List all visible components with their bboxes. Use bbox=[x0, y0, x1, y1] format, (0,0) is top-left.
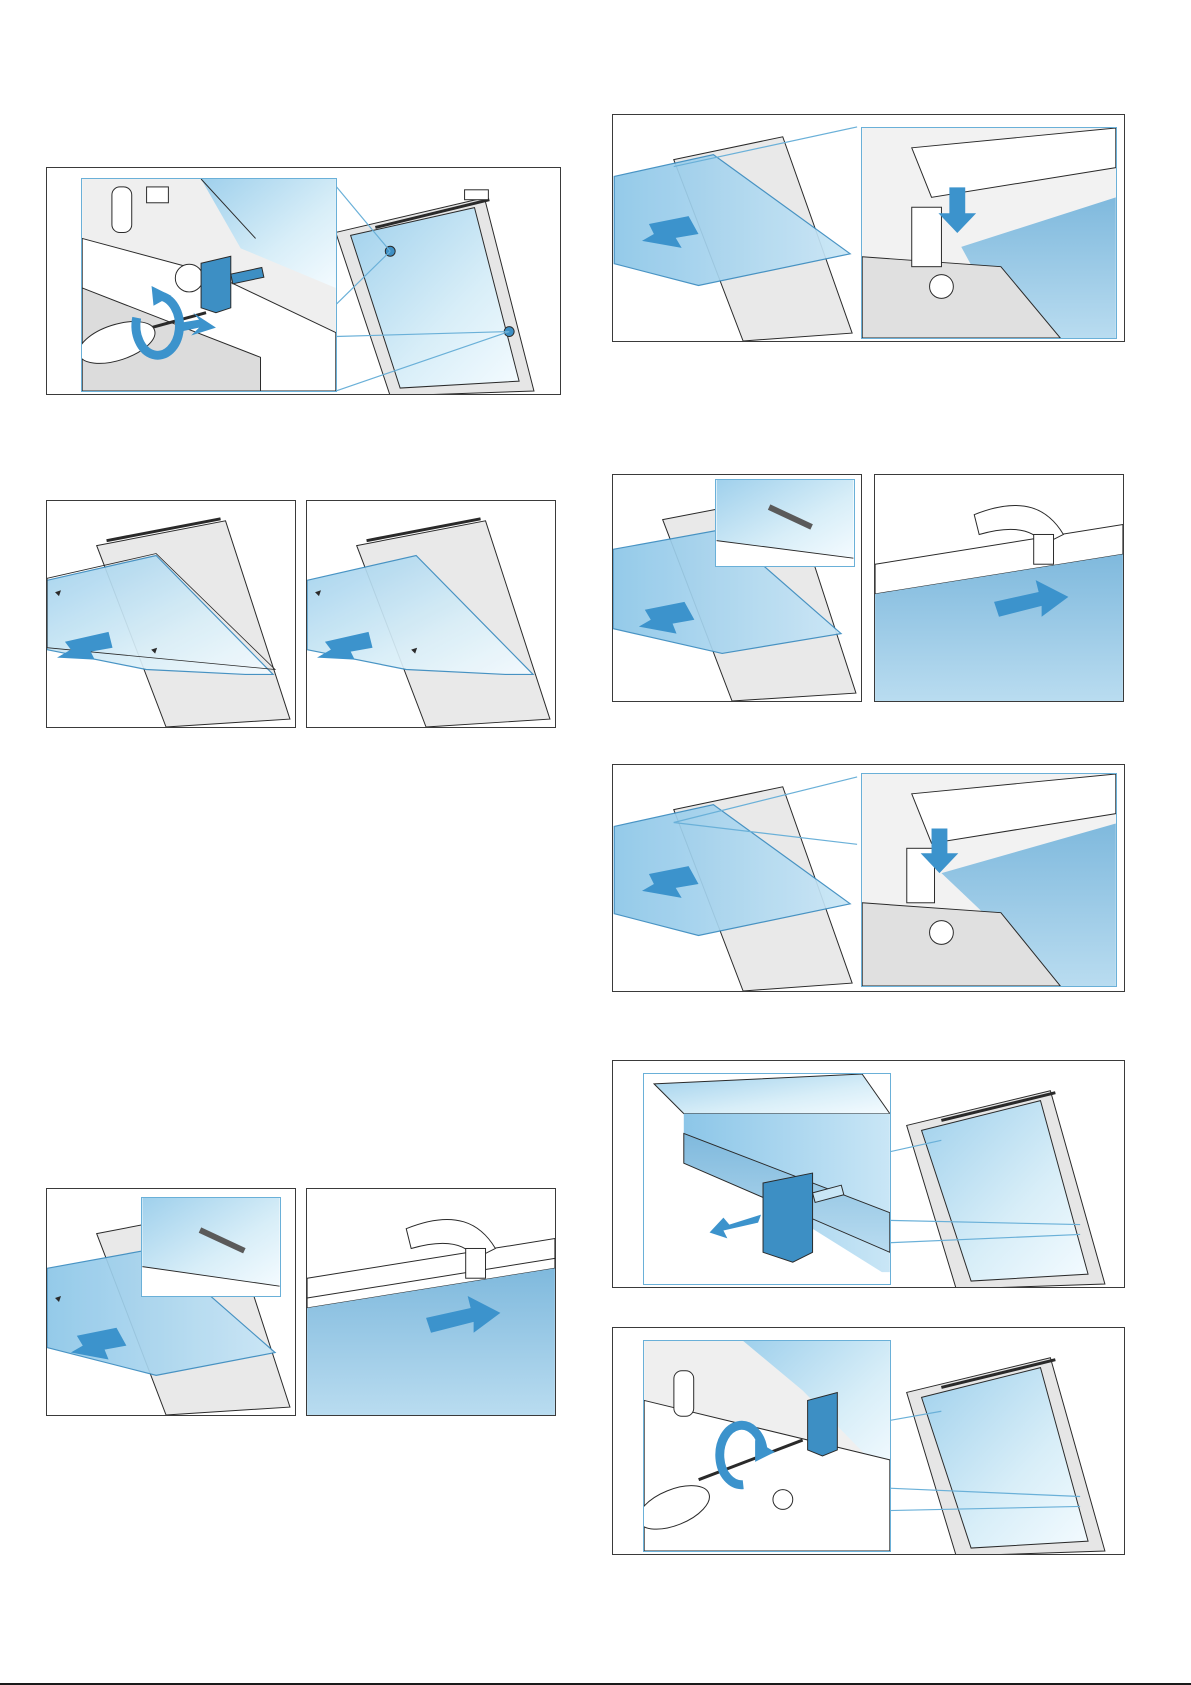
figure-push-holder-right bbox=[874, 474, 1124, 702]
zoom-detail bbox=[81, 178, 337, 392]
zoom-detail bbox=[861, 773, 1117, 987]
holder-illustration bbox=[307, 1189, 555, 1415]
glass-removal-illustration bbox=[47, 501, 295, 727]
zoom-detail bbox=[643, 1073, 891, 1285]
figure-insert-glass-press bbox=[612, 114, 1125, 342]
holder-illustration bbox=[875, 475, 1123, 701]
figure-insert-glass-right bbox=[612, 474, 862, 702]
figure-tighten-clip bbox=[612, 1327, 1125, 1555]
figure-push-holder-left bbox=[306, 1188, 556, 1416]
figure-insert-glass-left bbox=[46, 1188, 296, 1416]
figure-pull-glass-left bbox=[46, 500, 296, 728]
zoom-detail bbox=[861, 127, 1117, 339]
figure-insert-glass-press-2 bbox=[612, 764, 1125, 992]
glass-removal-illustration bbox=[307, 501, 555, 727]
figure-pull-glass-right bbox=[306, 500, 556, 728]
zoom-detail bbox=[643, 1340, 891, 1552]
figure-attach-clip bbox=[612, 1060, 1125, 1288]
figure-remove-clip bbox=[46, 167, 561, 395]
zoom-detail-label bbox=[141, 1197, 281, 1297]
zoom-detail-label bbox=[715, 479, 855, 567]
